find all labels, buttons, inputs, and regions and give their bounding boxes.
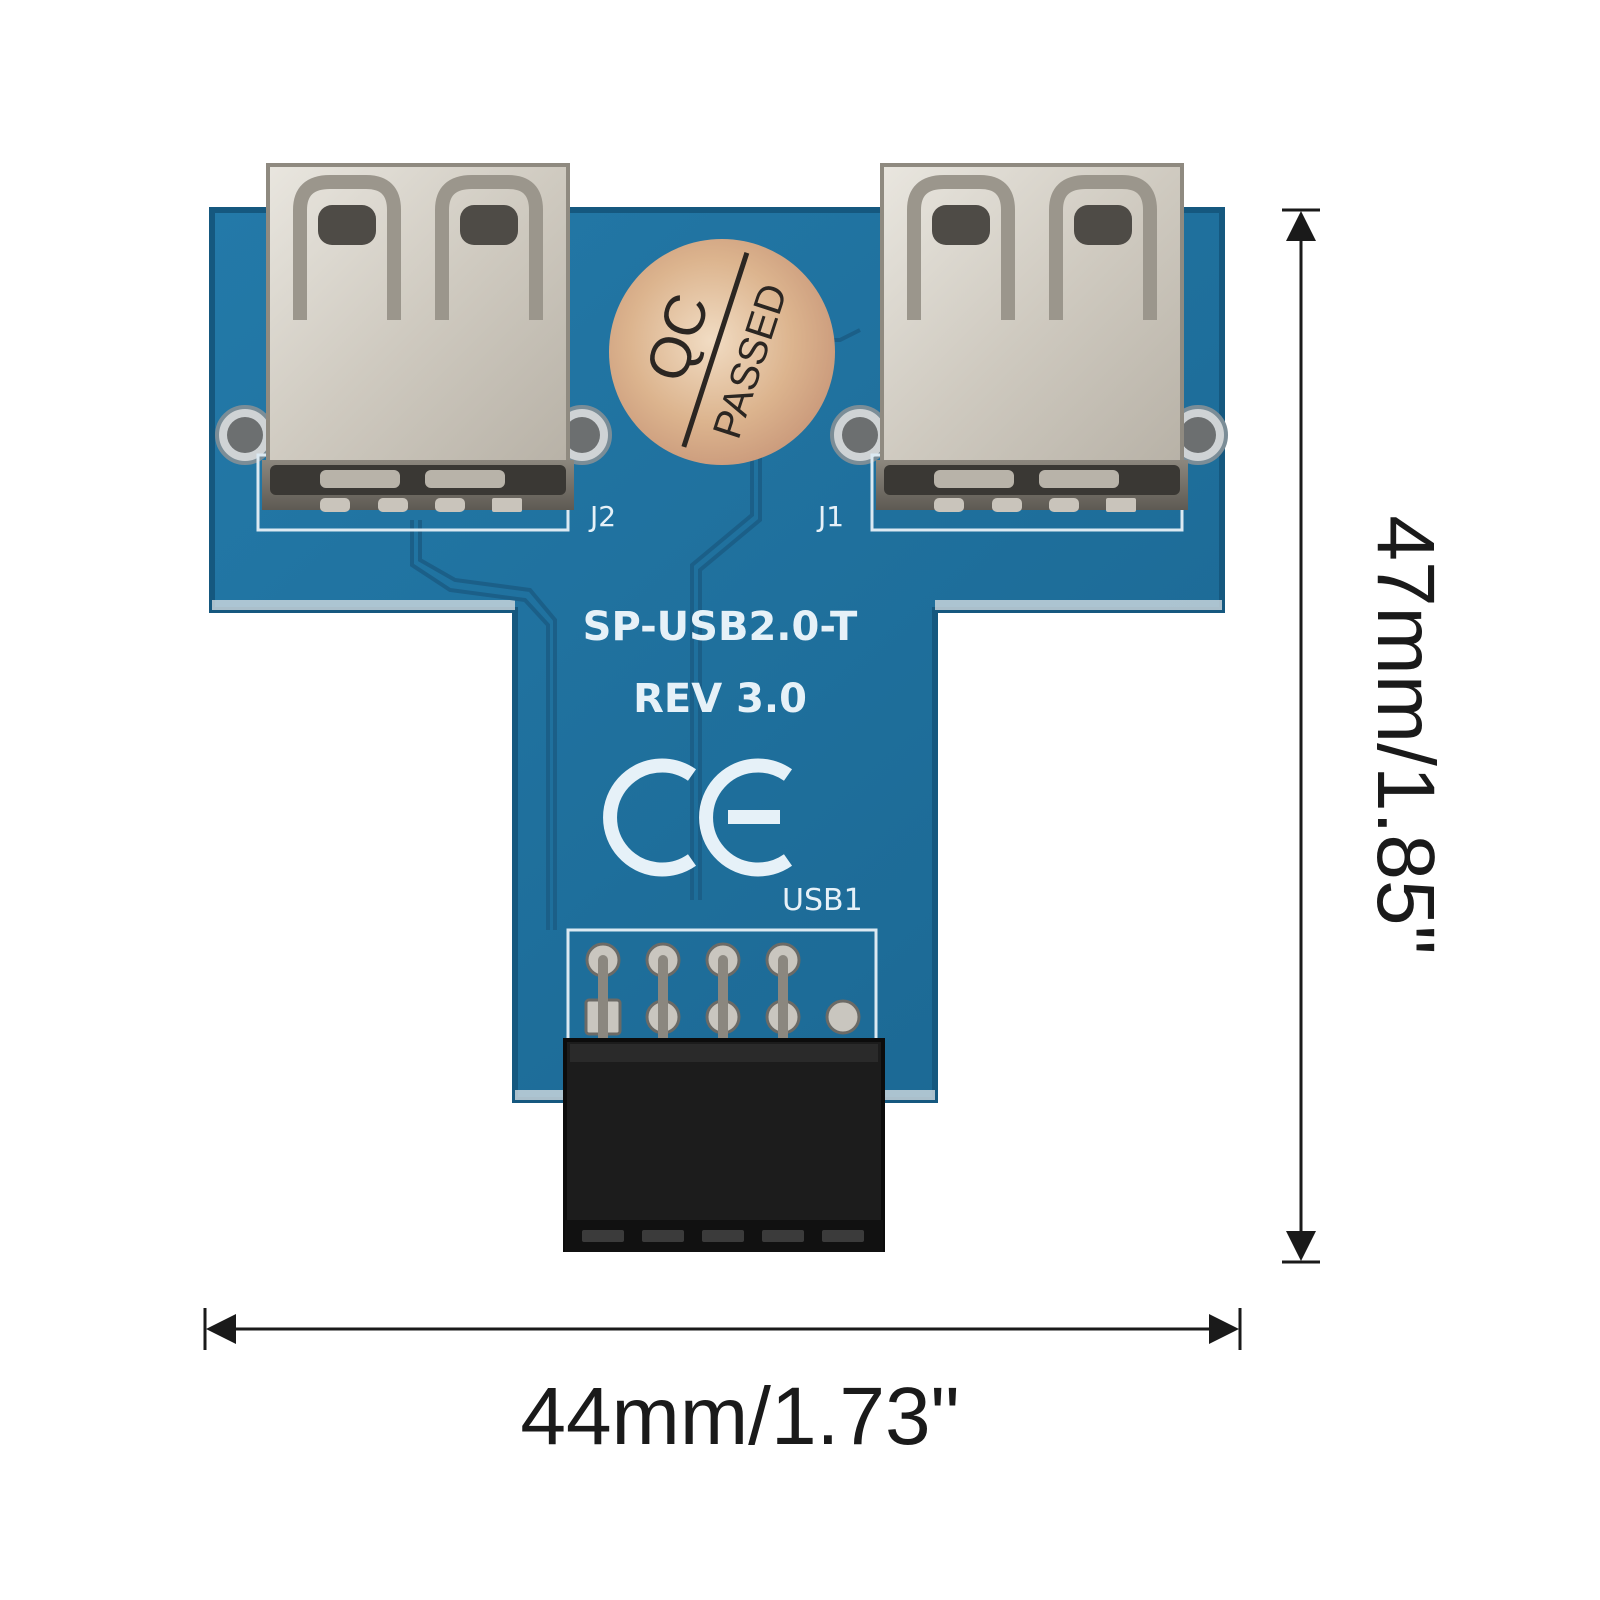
model-label: SP-USB2.0-T [583, 604, 858, 650]
height-dimension: 47mm/1.85" [1282, 208, 1451, 1264]
label-j1: J1 [816, 500, 844, 533]
width-dimension: 44mm/1.73" [203, 1308, 1242, 1462]
revision-label: REV 3.0 [633, 676, 807, 722]
width-dimension-text: 44mm/1.73" [520, 1371, 959, 1462]
header-label-usb1: USB1 [782, 883, 863, 918]
label-j2: J2 [588, 500, 616, 533]
usb-port-j1 [876, 163, 1188, 512]
qc-sticker: QC PASSED [609, 239, 835, 465]
height-dimension-text: 47mm/1.85" [1360, 515, 1451, 954]
pin-header [563, 942, 885, 1252]
mounting-holes [215, 405, 1228, 465]
usb-port-j2 [262, 163, 574, 512]
ce-mark [603, 758, 793, 877]
